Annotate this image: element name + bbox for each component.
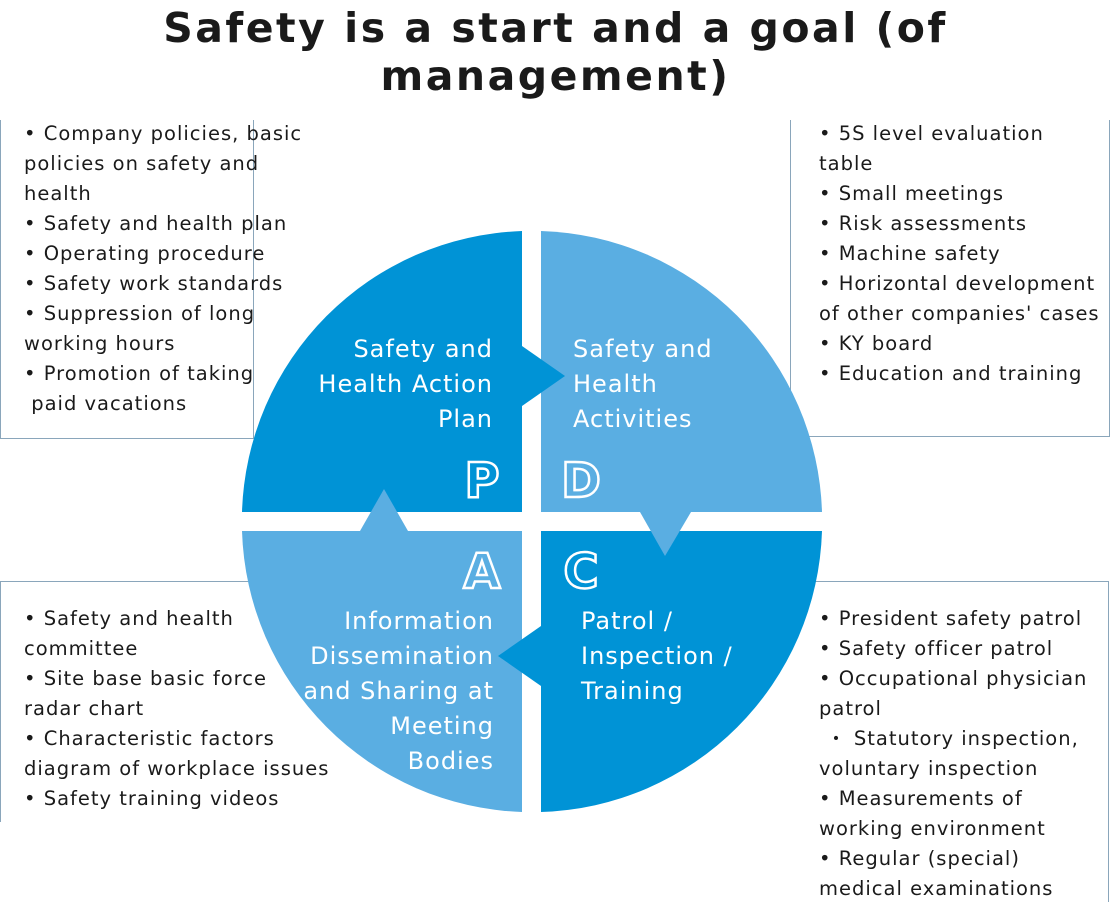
do-letter: D	[561, 453, 601, 509]
do-list-item: • Risk assessments	[819, 212, 1028, 235]
check-list-item: • Occupational physician	[819, 667, 1088, 690]
act-list-item: committee	[24, 637, 139, 660]
do-list-item: • 5S level evaluation	[819, 122, 1044, 145]
plan-list-item: • Company policies, basic	[24, 122, 303, 145]
act-list-item: diagram of workplace issues	[24, 757, 330, 780]
do-list-item: • Horizontal development	[819, 272, 1096, 295]
plan-list-item: paid vacations	[24, 392, 188, 415]
check-quadrant	[541, 531, 822, 812]
plan-label-line: Health Action	[318, 370, 493, 398]
plan-items-list: • Company policies, basic policies on saf…	[24, 119, 354, 419]
check-label-line: Patrol /	[581, 607, 673, 635]
act-letter: A	[463, 544, 500, 600]
plan-list-frame	[0, 120, 254, 439]
plan-list-item: • Promotion of taking	[24, 362, 255, 385]
do-items-list: • 5S level evaluation table • Small meetin…	[819, 119, 1111, 389]
act-quadrant	[242, 531, 522, 812]
plan-list-item: • Safety and health plan	[24, 212, 288, 235]
plan-to-do-arrow	[522, 346, 565, 406]
do-to-check-arrow	[640, 512, 691, 556]
act-list-item: • Site base basic force	[24, 667, 267, 690]
plan-list-item: • Operating procedure	[24, 242, 266, 265]
check-list-item: medical examinations	[819, 877, 1054, 900]
check-letter: C	[563, 544, 598, 600]
check-label: Patrol / Inspection / Training	[581, 604, 733, 709]
do-list-item: • Small meetings	[819, 182, 1005, 205]
do-label-line: Health	[573, 370, 658, 398]
check-label-line: Inspection /	[581, 642, 733, 670]
check-list-item: • Safety officer patrol	[819, 637, 1054, 660]
plan-list-item: working hours	[24, 332, 176, 355]
plan-list-item: • Suppression of long	[24, 302, 256, 325]
act-list-item: • Safety training videos	[24, 787, 280, 810]
act-list-item: radar chart	[24, 697, 145, 720]
plan-letter: P	[464, 453, 499, 509]
act-list-frame	[0, 581, 253, 822]
check-list-item: • Regular (special)	[819, 847, 1020, 870]
do-list-item: • KY board	[819, 332, 934, 355]
page-title: Safety is a start and a goal (of managem…	[163, 4, 948, 100]
do-list-item: table	[819, 152, 874, 175]
act-label-line: and Sharing at	[303, 677, 494, 705]
act-list-item: • Characteristic factors	[24, 727, 275, 750]
plan-list-item: • Safety work standards	[24, 272, 284, 295]
do-label-line: Activities	[573, 405, 693, 433]
act-label-line: Information	[344, 607, 494, 635]
plan-label-line: Plan	[437, 405, 493, 433]
act-label-line: Meeting	[390, 712, 494, 740]
check-to-act-arrow	[498, 626, 541, 686]
do-list-item: • Education and training	[819, 362, 1083, 385]
check-list-item: patrol	[819, 697, 882, 720]
plan-label-line: Safety and	[353, 335, 493, 363]
check-list-item: • President safety patrol	[819, 607, 1083, 630]
do-list-frame	[790, 120, 1110, 437]
check-list-frame	[790, 581, 1109, 902]
plan-list-item: policies on safety and	[24, 152, 260, 175]
plan-quadrant	[242, 231, 522, 512]
check-label-line: Training	[581, 677, 684, 705]
check-list-item: ・ Statutory inspection,	[819, 727, 1079, 750]
do-list-item: of other companies' cases	[819, 302, 1100, 325]
do-quadrant	[541, 231, 822, 512]
check-list-item: • Measurements of	[819, 787, 1023, 810]
do-list-item: • Machine safety	[819, 242, 1001, 265]
check-list-item: working environment	[819, 817, 1046, 840]
do-label-line: Safety and	[573, 335, 713, 363]
act-label-line: Dissemination	[310, 642, 494, 670]
act-list-item: • Safety and health	[24, 607, 234, 630]
act-items-list: • Safety and health committee • Site base …	[24, 604, 354, 814]
check-items-list: • President safety patrol • Safety office…	[819, 604, 1111, 904]
act-label-line: Bodies	[407, 747, 494, 775]
check-list-item: voluntary inspection	[819, 757, 1039, 780]
plan-list-item: health	[24, 182, 92, 205]
act-to-plan-arrow	[360, 489, 408, 531]
